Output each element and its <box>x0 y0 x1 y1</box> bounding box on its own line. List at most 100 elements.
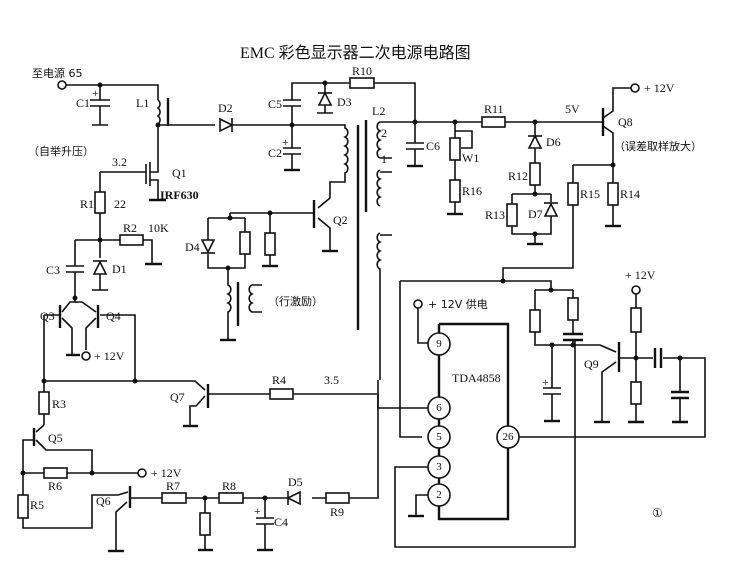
q6-label: Q6 <box>96 494 111 508</box>
r13-label: R13 <box>485 208 505 222</box>
diode-d2 <box>219 117 234 133</box>
r7-label: R7 <box>166 479 180 493</box>
svg-text:+: + <box>282 135 289 149</box>
svg-text:9: 9 <box>436 338 442 350</box>
resistor-r4 <box>269 388 294 400</box>
h-drive-note: （行激励） <box>268 294 323 308</box>
wire-r13-d7 <box>511 185 552 243</box>
resistor-r15 <box>567 182 579 206</box>
capacitor-c4: + <box>254 498 274 552</box>
svg-text:26: 26 <box>503 431 515 443</box>
r8-label: R8 <box>222 479 236 493</box>
resistor-r10 <box>349 77 375 89</box>
wire-input <box>66 84 159 100</box>
junction <box>633 355 639 361</box>
ic-pin-3: 3 <box>427 455 451 479</box>
r2-value: 10K <box>148 221 169 235</box>
q9-12v-label: + 12V <box>625 268 656 282</box>
ic-pin-9: 9 <box>427 332 451 356</box>
potentiometer-w1 <box>449 122 473 180</box>
wire-pin26-loop <box>519 357 706 438</box>
inductor-l2 <box>364 120 415 380</box>
q8-12v-label: + 12V <box>644 81 675 95</box>
junction <box>89 470 95 476</box>
inductor-l1 <box>156 98 170 126</box>
transistor-q8 <box>601 87 631 165</box>
q1-label: Q1 <box>172 166 187 180</box>
junction <box>677 355 683 361</box>
diode-d1 <box>92 240 108 291</box>
plus-12v-terminal <box>630 83 640 93</box>
transistor-q6 <box>100 486 162 553</box>
r3-label: R3 <box>52 397 66 411</box>
capacitor-c3 <box>66 240 84 298</box>
resistor-r5 <box>17 494 29 519</box>
capacitor-c1: + <box>90 85 110 126</box>
svg-text:6: 6 <box>436 402 442 414</box>
c1-label: C1 <box>76 96 90 110</box>
q8-label: Q8 <box>618 115 633 129</box>
figure-number: ① <box>652 506 663 520</box>
ic-pin-26: 26 <box>496 425 520 449</box>
r4-voltage: 3.5 <box>324 373 339 387</box>
capacitor-c6 <box>406 122 424 168</box>
transistor-q5 <box>22 424 93 473</box>
resistor-r8 <box>218 492 244 504</box>
r6-12v-label: + 12V <box>151 466 182 480</box>
wire-q9-input <box>534 289 600 346</box>
ic-supply-terminal <box>413 299 423 309</box>
wire-q9-bias <box>635 294 681 421</box>
r6-label: R6 <box>48 479 62 493</box>
c3-label: C3 <box>46 263 60 277</box>
ic-name: TDA4858 <box>452 371 501 385</box>
input-terminal <box>57 80 67 90</box>
l2-tap-1: 1 <box>381 152 387 166</box>
wire-r5 <box>22 473 100 529</box>
svg-text:5: 5 <box>436 431 442 443</box>
resistor-r12 <box>529 162 541 186</box>
r1-label: R1 <box>80 197 94 211</box>
r10-label: R10 <box>352 64 372 78</box>
d6-label: D6 <box>546 135 561 149</box>
transistor-q1 <box>100 125 166 202</box>
q7-label: Q7 <box>170 390 185 404</box>
wire-pin2-ground <box>415 494 428 515</box>
resistor-r1 <box>94 191 106 214</box>
ic-pin-6: 6 <box>427 396 451 420</box>
l2-tap-2: 2 <box>381 126 387 140</box>
resistor-r14 <box>607 182 619 206</box>
r12-label: R12 <box>508 169 528 183</box>
q2-label: Q2 <box>333 213 348 227</box>
r14-label: R14 <box>620 187 640 201</box>
svg-text:2: 2 <box>436 489 442 501</box>
r2-label: R2 <box>123 221 137 235</box>
c2-label: C2 <box>268 146 282 160</box>
capacitor-electrolytic-unlabeled: + <box>542 345 561 423</box>
capacitor-unlabeled <box>671 390 689 400</box>
resistor-unlabeled <box>264 232 276 256</box>
svg-text:3: 3 <box>436 461 442 473</box>
transistor-q9 <box>594 342 636 424</box>
q4-12v-label: + 12V <box>94 349 125 363</box>
c6-label: C6 <box>426 139 440 153</box>
svg-text:+: + <box>542 375 549 389</box>
resistor-unlabeled <box>567 297 579 321</box>
q9-label: Q9 <box>584 357 599 371</box>
junction <box>570 342 576 348</box>
q1-part-number: IRF630 <box>160 188 199 202</box>
plus-12v-terminal <box>81 351 91 361</box>
d2-label: D2 <box>218 101 233 115</box>
wire-feedback-bus <box>400 280 552 290</box>
diode-d6 <box>527 122 543 163</box>
wire-r10 <box>325 82 416 122</box>
capacitor-unlabeled <box>653 348 663 368</box>
error-amp-note: （误差取样放大） <box>614 139 702 153</box>
transistor-q4 <box>75 301 136 381</box>
plus-12v-terminal <box>137 468 147 478</box>
resistor-unlabeled <box>630 307 642 333</box>
wire-r2 <box>75 239 153 263</box>
diode-d5 <box>286 490 301 506</box>
h-drive-transformer <box>220 268 262 342</box>
svg-text:+: + <box>92 86 99 100</box>
